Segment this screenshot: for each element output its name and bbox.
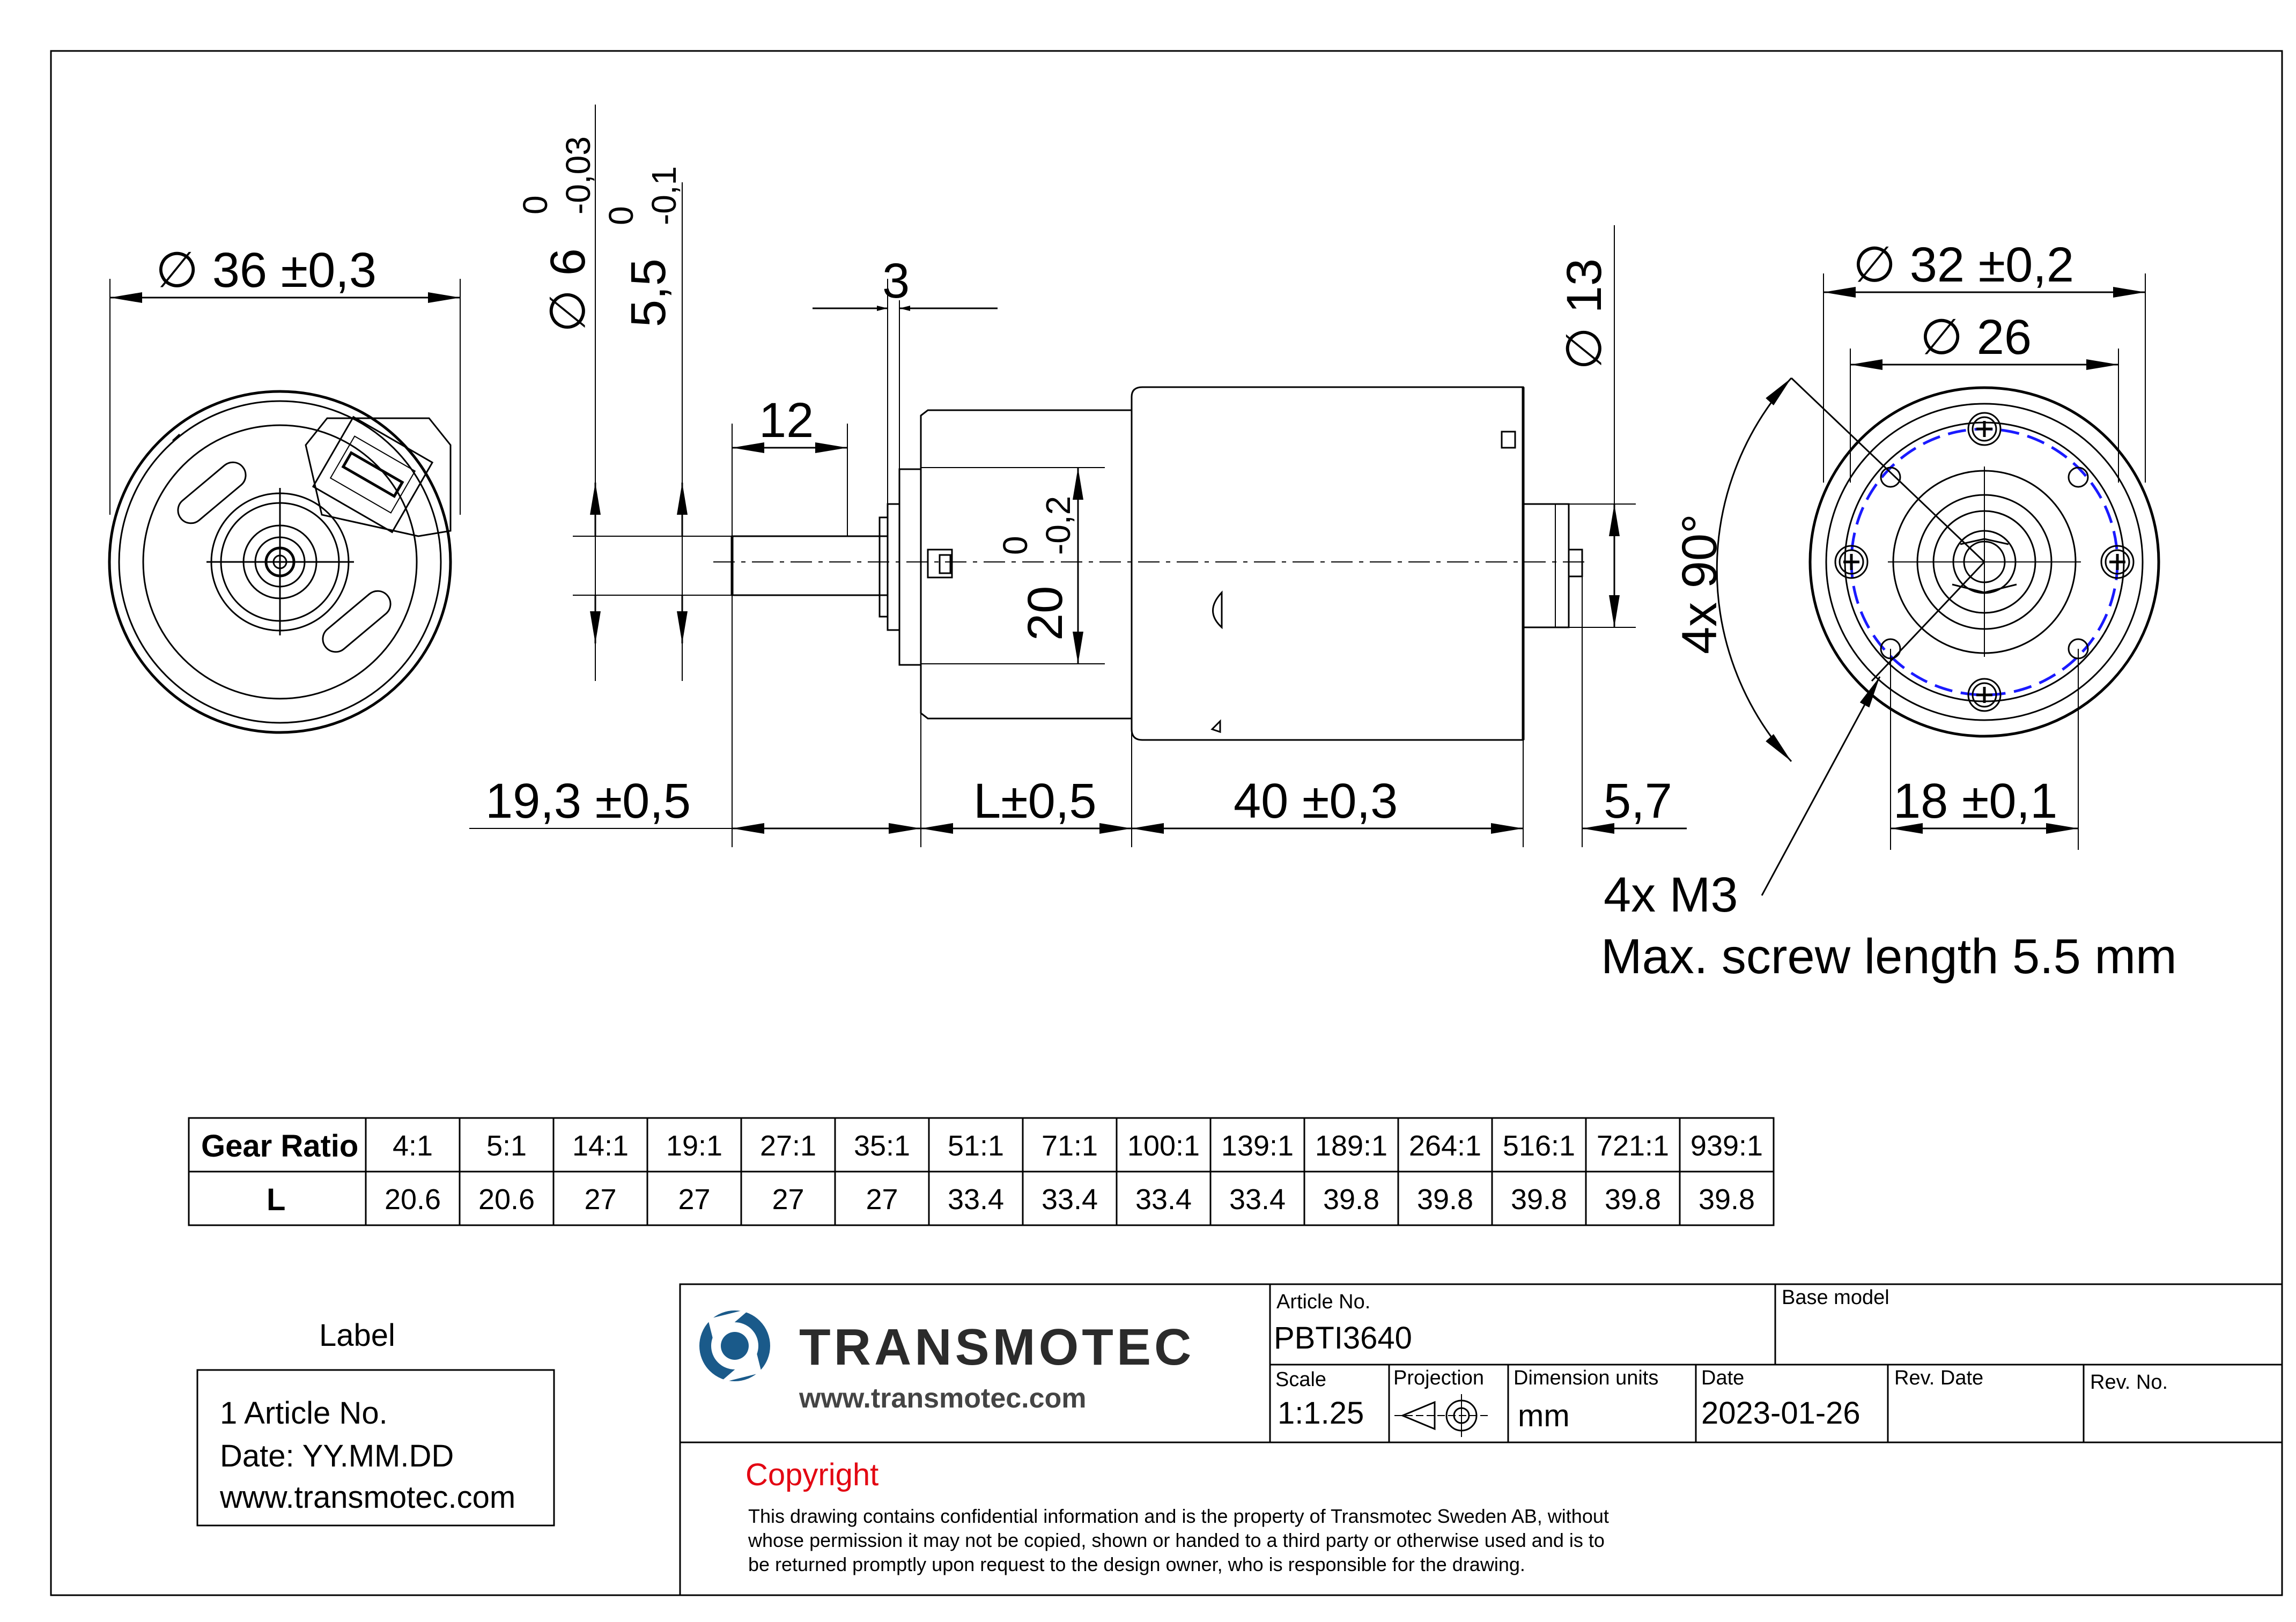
gear-ratio-cell: 516:1: [1503, 1130, 1575, 1162]
dim-20-tol-lower: -0,2: [1039, 496, 1077, 555]
gear-ratio-cell: 5:1: [486, 1130, 527, 1162]
gear-ratio-table: Gear Ratio L 4:1 20.6 5:1 20.6 14:1 27 19:1 27 2…: [188, 1117, 1775, 1226]
dim-18: 18 ±0,1: [1893, 774, 2057, 828]
date-value: 2023-01-26: [1701, 1396, 1861, 1431]
copyright-line-1: This drawing contains confidential infor…: [748, 1505, 1609, 1527]
dim-5-5: 5,5: [621, 258, 676, 327]
length-cell: 39.8: [1605, 1183, 1661, 1216]
projection-label: Projection: [1393, 1367, 1484, 1389]
length-cell: 33.4: [948, 1183, 1004, 1216]
dim-19-3: 19,3 ±0,5: [485, 774, 691, 828]
gear-ratio-cell: 264:1: [1409, 1130, 1481, 1162]
screw-top: [1967, 412, 2002, 446]
dim-diameter-13: ∅ 13: [1557, 258, 1612, 370]
brand-name: TRANSMOTEC: [799, 1319, 1194, 1376]
dim-40: 40 ±0,3: [1234, 774, 1398, 828]
length-cell: 27: [584, 1183, 616, 1216]
dim-L: L±0,5: [973, 774, 1097, 828]
length-cell: 39.8: [1511, 1183, 1567, 1216]
label-line-3: www.transmotec.com: [219, 1480, 515, 1515]
gear-ratio-cell: 139:1: [1221, 1130, 1294, 1162]
gear-ratio-cell: 35:1: [854, 1130, 910, 1162]
length-cell: 33.4: [1135, 1183, 1192, 1216]
dim-5-7: 5,7: [1604, 774, 1672, 828]
length-header: L: [267, 1182, 285, 1217]
dim-20: 20: [1018, 586, 1073, 641]
date-label: Date: [1701, 1367, 1744, 1389]
label-line-2: Date: YY.MM.DD: [220, 1439, 454, 1473]
copyright-line-2: whose permission it may not be copied, s…: [748, 1529, 1605, 1551]
article-value: PBTI3640: [1274, 1321, 1412, 1356]
length-cell: 33.4: [1229, 1183, 1286, 1216]
gear-ratio-header: Gear Ratio: [201, 1129, 358, 1164]
label-line-1: 1 Article No.: [220, 1396, 388, 1431]
gear-ratio-cell: 14:1: [572, 1130, 629, 1162]
screw-bottom: [1967, 678, 2002, 712]
side-view: [713, 386, 1588, 741]
dim-3: 3: [882, 254, 910, 308]
rev-no-label: Rev. No.: [2090, 1371, 2168, 1394]
length-cell: 39.8: [1417, 1183, 1473, 1216]
length-cell: 33.4: [1042, 1183, 1098, 1216]
dim-diameter-6: ∅ 6: [541, 248, 595, 332]
length-cell: 39.8: [1323, 1183, 1379, 1216]
front-view: [1790, 377, 2160, 738]
dim-diameter-26: ∅ 26: [1920, 310, 2032, 365]
length-cell: 27: [678, 1183, 710, 1216]
dim-20-tol-upper: 0: [996, 536, 1035, 555]
transmotec-logo: [699, 1308, 770, 1383]
connector-block: [305, 416, 452, 537]
length-cell: 27: [866, 1183, 898, 1216]
length-cell: 27: [772, 1183, 804, 1216]
gear-ratio-cell: 19:1: [666, 1130, 722, 1162]
dim-angle-90: 4x 90°: [1672, 514, 1727, 654]
label-box: [196, 1369, 555, 1527]
gear-ratio-cell: 721:1: [1597, 1130, 1669, 1162]
gear-ratio-cell: 939:1: [1690, 1130, 1763, 1162]
gear-ratio-cell: 51:1: [948, 1130, 1004, 1162]
base-model-label: Base model: [1782, 1286, 1889, 1309]
rear-slot-lower: [322, 590, 392, 653]
rev-date-label: Rev. Date: [1894, 1367, 1983, 1389]
rear-view: [108, 390, 452, 734]
dim-5-5-tol-lower: -0,1: [645, 166, 683, 225]
gear-ratio-cell: 71:1: [1042, 1130, 1098, 1162]
article-label: Article No.: [1276, 1291, 1370, 1313]
note-4x-m3: 4x M3: [1604, 868, 1738, 922]
screw-right: [2100, 545, 2135, 579]
gear-ratio-cell: 100:1: [1127, 1130, 1200, 1162]
units-value: mm: [1518, 1398, 1570, 1433]
gear-ratio-cell: 4:1: [393, 1130, 433, 1162]
dim-diameter-36: ∅ 36 ±0,3: [156, 243, 376, 298]
gear-ratio-cell: 27:1: [760, 1130, 816, 1162]
rear-slot-upper: [177, 461, 247, 524]
scale-label: Scale: [1275, 1368, 1326, 1391]
title-block: [679, 1283, 2283, 1596]
length-cell: 20.6: [478, 1183, 535, 1216]
scale-value: 1:1.25: [1278, 1396, 1364, 1431]
gear-ratio-cell: 189:1: [1315, 1130, 1387, 1162]
dim-5-5-tol-upper: 0: [602, 206, 640, 225]
units-label: Dimension units: [1514, 1367, 1658, 1389]
label-title: Label: [319, 1318, 395, 1353]
screw-left: [1834, 545, 1869, 579]
length-cell: 39.8: [1699, 1183, 1755, 1216]
dim-12: 12: [759, 393, 814, 448]
brand-url: www.transmotec.com: [799, 1383, 1087, 1414]
dim-diameter-6-tol-lower: -0,03: [559, 136, 597, 214]
dim-diameter-32: ∅ 32 ±0,2: [1853, 238, 2074, 292]
note-screw-length: Max. screw length 5.5 mm: [1601, 929, 2177, 984]
length-cell: 20.6: [385, 1183, 441, 1216]
copyright-heading: Copyright: [745, 1457, 878, 1492]
copyright-line-3: be returned promptly upon request to the…: [748, 1553, 1525, 1575]
projection-symbol-icon: [1394, 1394, 1488, 1437]
dim-diameter-6-tol-upper: 0: [516, 195, 555, 214]
